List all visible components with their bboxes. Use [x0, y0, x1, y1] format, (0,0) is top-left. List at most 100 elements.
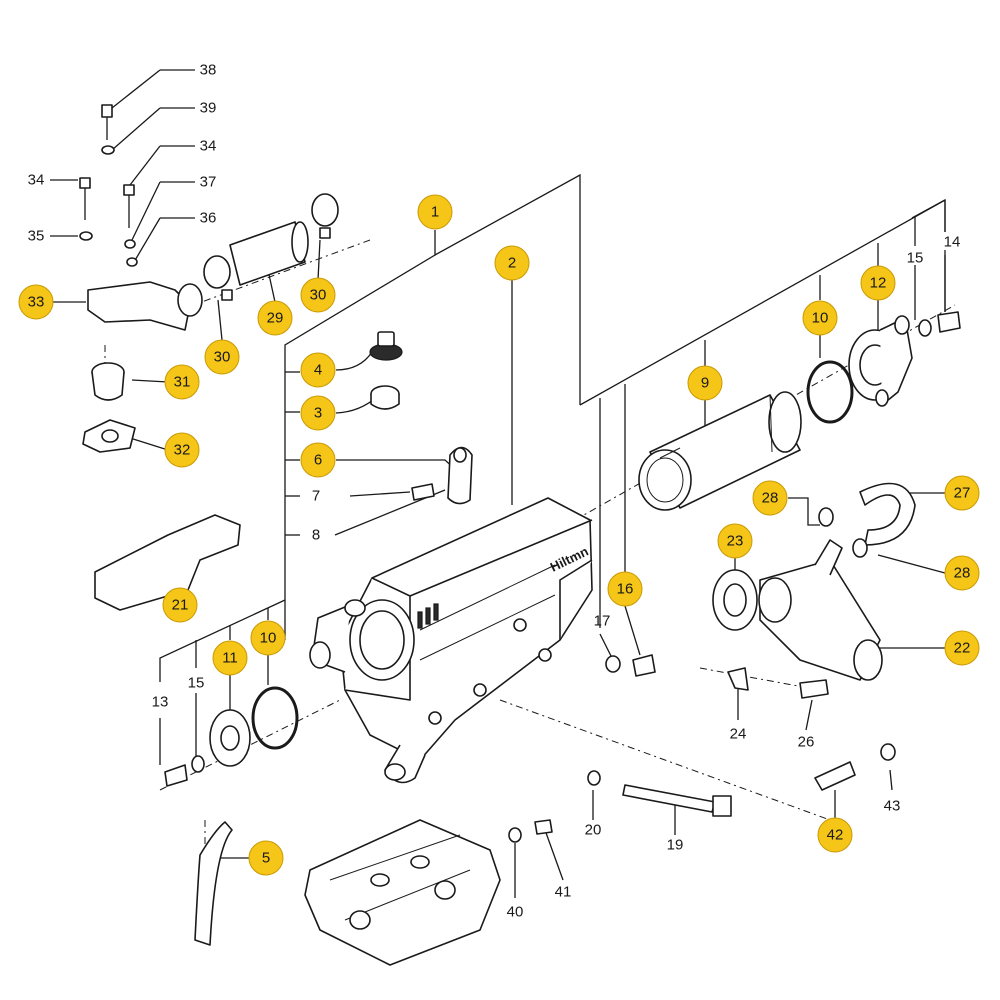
- label-38: 38: [200, 62, 217, 79]
- callout-29: 29: [257, 300, 293, 336]
- label-7: 7: [312, 488, 320, 505]
- svg-text:28: 28: [954, 565, 971, 582]
- svg-text:1: 1: [431, 204, 439, 221]
- svg-text:3: 3: [314, 405, 322, 422]
- callout-10-left: 10: [250, 620, 286, 656]
- svg-text:9: 9: [701, 375, 709, 392]
- svg-text:6: 6: [314, 452, 322, 469]
- svg-text:21: 21: [172, 597, 189, 614]
- svg-text:30: 30: [310, 287, 327, 304]
- callout-1: 1: [417, 194, 453, 230]
- label-34-left: 34: [28, 172, 45, 189]
- svg-text:27: 27: [954, 485, 971, 502]
- label-15-left: 15: [188, 675, 205, 692]
- svg-text:33: 33: [28, 294, 45, 311]
- svg-text:28: 28: [762, 490, 779, 507]
- label-15-right: 15: [907, 250, 924, 267]
- callout-4: 4: [300, 352, 336, 388]
- plain-labels: 7 8 13 15 15 14 17 19 20 24 26 34 34 35 …: [28, 62, 961, 921]
- washer-43: [880, 743, 896, 761]
- svg-text:4: 4: [314, 362, 322, 379]
- label-8: 8: [312, 527, 320, 544]
- svg-text:23: 23: [727, 533, 744, 550]
- callout-10-right: 10: [802, 300, 838, 336]
- bolt-19: [622, 784, 716, 813]
- thermostat-elbow: [82, 281, 203, 453]
- exhaust-gasket: [94, 514, 241, 611]
- hose: [194, 821, 233, 946]
- callout-22: 22: [944, 630, 980, 666]
- u-pipe-and-clamps: [818, 482, 916, 558]
- svg-text:29: 29: [267, 310, 284, 327]
- temp-sensor: [814, 761, 856, 791]
- callout-23: 23: [717, 523, 753, 559]
- svg-text:2: 2: [508, 255, 516, 272]
- washer-40: [508, 827, 522, 843]
- label-13: 13: [152, 694, 169, 711]
- callout-16: 16: [607, 571, 643, 607]
- callout-5: 5: [248, 840, 284, 876]
- bolt-26: [799, 679, 829, 699]
- bolt-19-head: [712, 795, 732, 817]
- label-20: 20: [585, 822, 602, 839]
- washer-20: [587, 770, 601, 786]
- bracket-and-screw: [411, 446, 473, 505]
- label-34-right: 34: [200, 138, 217, 155]
- svg-text:32: 32: [174, 442, 191, 459]
- svg-text:10: 10: [812, 310, 829, 327]
- callout-28-bottom: 28: [944, 555, 980, 591]
- label-41: 41: [555, 884, 572, 901]
- label-26: 26: [798, 734, 815, 751]
- top-fasteners: [79, 104, 138, 267]
- callout-9: 9: [687, 365, 723, 401]
- callout-2: 2: [494, 245, 530, 281]
- callout-3: 3: [300, 395, 336, 431]
- callout-31: 31: [164, 364, 200, 400]
- svg-text:5: 5: [262, 850, 270, 867]
- callout-21: 21: [162, 587, 198, 623]
- end-plate-left: [164, 709, 251, 787]
- label-19: 19: [667, 837, 684, 854]
- svg-text:11: 11: [222, 650, 238, 667]
- label-35: 35: [28, 228, 45, 245]
- yellow-callouts: 1 2 4 3 6 9 10 12 11 10 16 23 22 27 28 2…: [18, 194, 980, 876]
- connector-hose: [203, 193, 339, 301]
- callout-6: 6: [300, 442, 336, 478]
- svg-text:30: 30: [214, 349, 231, 366]
- label-40: 40: [507, 904, 524, 921]
- filler-cap-parts: [369, 331, 403, 410]
- plug-and-washer-right: [918, 311, 961, 337]
- svg-text:22: 22: [954, 640, 971, 657]
- ring-17: [605, 655, 621, 673]
- water-manifold: [712, 539, 883, 681]
- bracket-24: [727, 667, 749, 691]
- cooler-housing: Hiltmn: [309, 497, 593, 784]
- callout-42: 42: [817, 817, 853, 853]
- callout-32: 32: [164, 432, 200, 468]
- plug-16: [632, 654, 656, 677]
- callout-11: 11: [212, 640, 248, 676]
- svg-text:10: 10: [260, 630, 277, 647]
- callout-27: 27: [944, 475, 980, 511]
- label-39: 39: [200, 100, 217, 117]
- o-ring-right: [806, 360, 854, 424]
- label-24: 24: [730, 726, 747, 743]
- label-17: 17: [594, 613, 611, 630]
- cylinder-head: [304, 819, 501, 966]
- callout-30-left: 30: [204, 339, 240, 375]
- svg-text:31: 31: [174, 374, 191, 391]
- o-ring-left: [251, 686, 299, 750]
- label-36: 36: [200, 210, 217, 227]
- svg-text:42: 42: [827, 827, 844, 844]
- cooler-core: [638, 391, 802, 511]
- end-cover: [848, 315, 913, 407]
- svg-text:12: 12: [870, 275, 887, 292]
- label-37: 37: [200, 174, 217, 191]
- label-14: 14: [944, 234, 961, 251]
- label-43: 43: [884, 798, 901, 815]
- callout-30-right: 30: [300, 277, 336, 313]
- callout-33: 33: [18, 284, 54, 320]
- callout-28-top: 28: [752, 480, 788, 516]
